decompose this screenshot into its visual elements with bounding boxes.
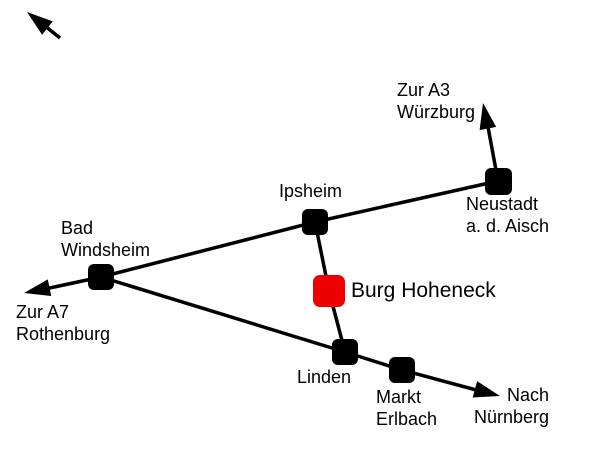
label-zur-a3-line1: Zur A3 [397, 80, 451, 100]
label-zur-a7-line2: Rothenburg [16, 324, 111, 344]
label-bad-windsheim-line1: Bad [61, 218, 94, 238]
northwest-arrow-icon [27, 12, 53, 35]
node-markt-erlbach [389, 357, 415, 383]
a3-arrow-icon [479, 103, 497, 131]
label-zur-a3: Zur A3 Würzburg [397, 79, 475, 123]
label-nach-nuernberg: Nach Nürnberg [473, 384, 549, 428]
label-ipsheim: Ipsheim [279, 181, 343, 201]
label-neustadt-line1: Neustadt [466, 194, 539, 214]
node-linden [332, 339, 358, 365]
label-nach-nuernberg-line2: Nürnberg [473, 407, 549, 427]
label-neustadt-line2: a. d. Aisch [466, 216, 550, 236]
label-zur-a7: Zur A7 Rothenburg [16, 301, 110, 345]
label-zur-a7-line1: Zur A7 [16, 302, 70, 322]
a7-arrow-icon [24, 279, 52, 296]
road-bad-windsheim-to-linden [100, 275, 346, 354]
nuernberg-arrow-icon [472, 381, 500, 398]
node-bad-windsheim [88, 264, 114, 290]
label-markt-erlbach-line1: Markt [376, 387, 421, 407]
label-bad-windsheim: Bad Windsheim [61, 217, 150, 261]
road-northwest-stub [43, 24, 62, 40]
label-bad-windsheim-line2: Windsheim [61, 240, 151, 260]
label-markt-erlbach: Markt Erlbach [376, 386, 437, 430]
label-linden: Linden [297, 367, 352, 387]
label-burg-hoheneck: Burg Hoheneck [351, 279, 496, 302]
label-neustadt: Neustadt a. d. Aisch [466, 193, 549, 237]
label-markt-erlbach-line2: Erlbach [376, 409, 438, 429]
road-bad-windsheim-to-ipsheim [100, 220, 316, 279]
node-neustadt [485, 168, 512, 195]
label-nach-nuernberg-line1: Nach [506, 385, 549, 405]
road-ipsheim-to-neustadt [314, 179, 499, 224]
node-ipsheim [302, 209, 328, 235]
label-zur-a3-line2: Würzburg [397, 102, 476, 122]
node-burg-hoheneck [313, 275, 345, 307]
